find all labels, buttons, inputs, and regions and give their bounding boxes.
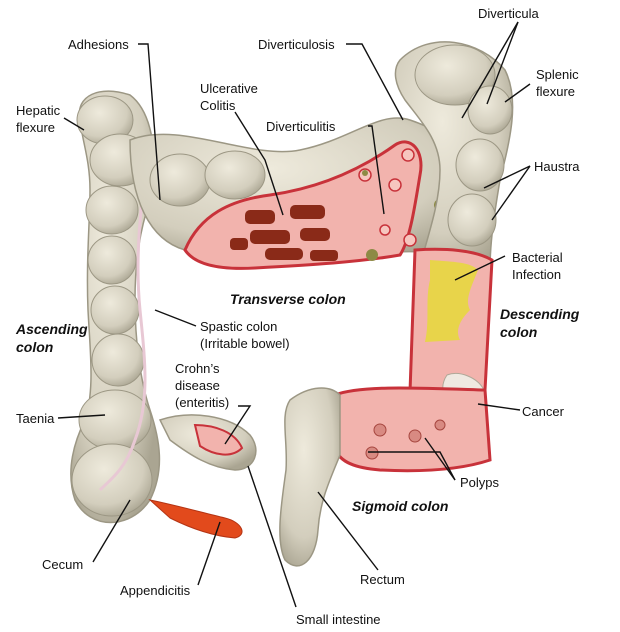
region-transverse-colon: Transverse colon [230,291,346,307]
label-spastic-colon: Spastic colon (Irritable bowel) [200,319,290,351]
label-haustra: Haustra [534,159,580,174]
label-appendicitis: Appendicitis [120,583,191,598]
transverse-colon-shape [129,117,481,270]
label-rectum: Rectum [360,572,405,587]
label-bacterial-infection: Bacterial Infection [512,250,563,282]
ascending-colon-shape [70,90,161,524]
label-hepatic-flexure: Hepatic flexure [16,103,61,135]
region-sigmoid-colon: Sigmoid colon [352,498,449,514]
label-cecum: Cecum [42,557,84,572]
region-descending-colon: Descending colon [500,306,580,340]
label-diverticulitis: Diverticulitis [266,119,336,134]
label-adhesions: Adhesions [68,37,129,52]
label-crohns-disease: Crohn’s disease (enteritis) [175,361,230,410]
descending-colon-shape [394,41,514,411]
region-ascending-colon: Ascending colon [16,321,88,355]
label-cancer: Cancer [522,404,564,419]
small-intestine-shape [158,414,257,471]
label-ulcerative-colitis: Ulcerative Colitis [200,81,258,113]
sigmoid-colon-shape [279,386,492,567]
leader-lines [57,21,531,608]
label-diverticulosis: Diverticulosis [258,37,335,52]
label-small-intestine: Small intestine [296,612,381,627]
label-splenic-flexure: Splenic flexure [536,67,579,99]
label-taenia: Taenia [16,411,55,426]
label-polyps: Polyps [460,475,500,490]
appendix-shape [148,499,243,539]
label-diverticula: Diverticula [478,6,539,21]
